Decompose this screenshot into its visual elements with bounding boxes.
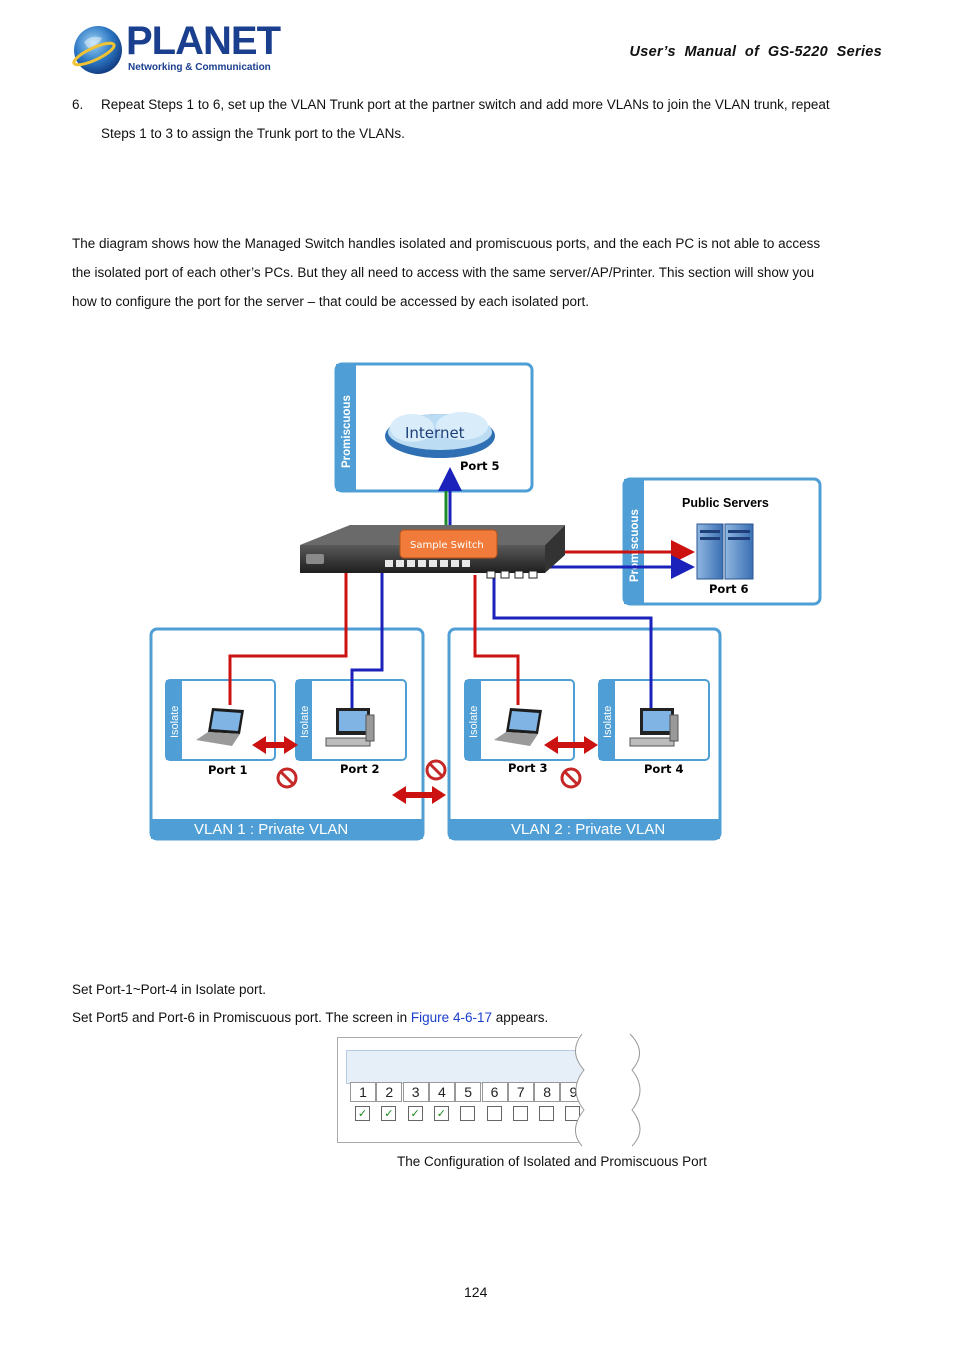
link-port3-red xyxy=(473,575,520,705)
step-number: 6. xyxy=(72,97,84,112)
port3-label: Port 3 xyxy=(508,761,548,775)
port5-label: Port 5 xyxy=(460,459,500,473)
isolate-checkbox[interactable] xyxy=(565,1106,581,1121)
private-vlan-diagram: Promiscuous Internet Port 5 Promiscuous … xyxy=(149,362,822,841)
laptop-icon xyxy=(196,708,244,746)
isolate-label-4: Isolate xyxy=(602,706,614,738)
port-number-cell: 1 xyxy=(350,1082,376,1102)
port-number-cell: 8 xyxy=(534,1082,561,1102)
switch-label: Sample Switch xyxy=(410,540,484,551)
page-number: 124 xyxy=(464,1284,488,1300)
laptop-icon xyxy=(494,708,542,746)
internet-cloud-icon xyxy=(385,412,495,458)
step6-line2: Steps 1 to 3 to assign the Trunk port to… xyxy=(101,126,405,141)
promiscuous-label-servers: Promiscuous xyxy=(629,509,641,582)
figure-caption: The Configuration of Isolated and Promis… xyxy=(397,1154,707,1169)
logo-name: PLANET xyxy=(126,19,281,63)
blocked-arrow-icon xyxy=(252,736,298,754)
torn-edge-icon xyxy=(575,1030,644,1148)
switch-icon: Sample Switch xyxy=(300,525,565,579)
server-icon xyxy=(696,523,754,580)
step-isolate: Set Port-1~Port-4 in Isolate port. xyxy=(72,982,266,997)
isolate-label-2: Isolate xyxy=(299,706,311,738)
blocked-arrow-icon xyxy=(544,736,598,754)
isolate-checkbox[interactable]: ✓ xyxy=(433,1106,449,1121)
promiscuous-label-internet: Promiscuous xyxy=(341,395,353,468)
port-number-cell: 2 xyxy=(376,1082,403,1102)
prohibited-icon xyxy=(560,767,582,789)
isolate-label-3: Isolate xyxy=(468,706,480,738)
planet-logo-icon xyxy=(72,26,122,74)
vlan1-label: VLAN 1 : Private VLAN xyxy=(194,821,348,838)
port2-label: Port 2 xyxy=(340,762,380,776)
public-servers-panel: Promiscuous Public Servers Port 6 xyxy=(622,477,822,606)
step-promiscuous: Set Port5 and Port-6 in Promiscuous port… xyxy=(72,1010,548,1025)
port4-label: Port 4 xyxy=(644,762,684,776)
port-number-cell: 6 xyxy=(481,1082,508,1102)
port-number-cell: 4 xyxy=(428,1082,455,1102)
manual-title: User’s Manual of GS-5220 Series xyxy=(629,44,882,60)
isolate-checkbox[interactable]: ✓ xyxy=(355,1106,370,1121)
vlan2-panel: VLAN 2 : Private VLAN Isolate Isolate xyxy=(447,627,722,841)
intro-line3: how to configure the port for the server… xyxy=(72,294,590,309)
vlan1-panel: VLAN 1 : Private VLAN Isolate Isolate xyxy=(149,627,425,841)
port6-label: Port 6 xyxy=(709,582,749,596)
step-promiscuous-text: Set Port5 and Port-6 in Promiscuous port… xyxy=(72,1010,411,1025)
step-promiscuous-tail: appears. xyxy=(491,1010,549,1025)
table-header-bar xyxy=(346,1050,588,1084)
logo-tagline: Networking & Communication xyxy=(128,62,271,73)
port-number-cell: 7 xyxy=(507,1082,534,1102)
link-port4-blue xyxy=(492,578,653,710)
isolate-checkbox[interactable] xyxy=(486,1106,502,1121)
isolate-checkbox[interactable]: ✓ xyxy=(407,1106,423,1121)
isolate-checkbox[interactable] xyxy=(539,1106,555,1121)
vlan2-label: VLAN 2 : Private VLAN xyxy=(511,821,665,838)
blocked-arrow-icon xyxy=(392,786,446,804)
public-servers-label: Public Servers xyxy=(682,496,769,510)
desktop-pc-icon xyxy=(629,708,679,747)
intro-line1: The diagram shows how the Managed Switch… xyxy=(72,236,821,251)
prohibited-icon xyxy=(276,767,298,789)
internet-label: Internet xyxy=(405,424,465,442)
figure-link[interactable]: Figure 4-6-17 xyxy=(410,1010,492,1025)
step6-line1: Repeat Steps 1 to 6, set up the VLAN Tru… xyxy=(101,97,830,112)
prohibited-icon xyxy=(425,759,447,781)
isolate-label-1: Isolate xyxy=(169,706,181,738)
isolate-checkbox[interactable]: ✓ xyxy=(381,1106,397,1121)
header: PLANET Networking & Communication User’s… xyxy=(0,0,954,90)
internet-panel: Promiscuous Internet Port 5 xyxy=(334,362,534,493)
desktop-pc-icon xyxy=(325,708,375,747)
isolate-checkbox[interactable] xyxy=(512,1106,528,1121)
port1-label: Port 1 xyxy=(208,763,248,777)
port-number-cell: 5 xyxy=(455,1082,482,1102)
port-number-cell: 3 xyxy=(402,1082,429,1102)
intro-line2: the isolated port of each other’s PCs. B… xyxy=(72,265,815,280)
isolate-checkbox[interactable] xyxy=(460,1106,476,1121)
